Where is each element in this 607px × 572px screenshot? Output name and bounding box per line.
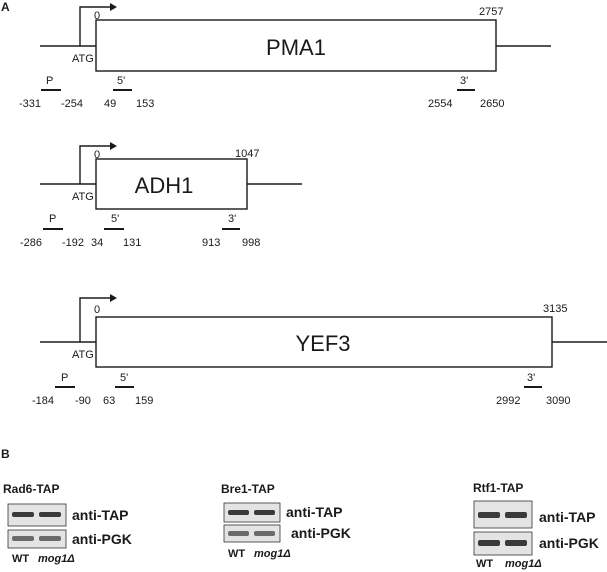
gene-end-label: 3135: [543, 303, 567, 315]
gene-start-label: 0: [94, 149, 100, 161]
gene-diagram-yef3: 0 3135 ATG YEF3 P -184 -90 5' 63 159 3' …: [32, 294, 607, 407]
lane-label-mog1: mog1Δ: [505, 558, 542, 570]
probe-3-label: 3': [527, 372, 535, 384]
tss-arrow: [79, 6, 110, 46]
probe-5-label: 5': [117, 75, 125, 87]
probe-p-to: -254: [61, 98, 83, 110]
antibody-label-pgk: anti-PGK: [539, 535, 599, 551]
tss-arrowhead-icon: [110, 142, 117, 150]
band-mog1-tap: [254, 510, 275, 515]
blot-strip-pgk: [223, 524, 281, 543]
blot-strip-tap: [7, 503, 67, 527]
western-blot-rad6: Rad6-TAP anti-TAP anti-PGK WT mog1Δ: [3, 482, 132, 565]
gene-diagram-adh1: 0 1047 ATG ADH1 P -286 -192 5' 34 131 3'…: [20, 142, 302, 249]
probe-3-to: 998: [242, 237, 260, 249]
band-wt-pgk: [228, 531, 249, 536]
gene-end-label: 2757: [479, 6, 503, 18]
gene-diagram-pma1: 0 2757 ATG PMA1 P -331 -254 5' 49 153 3'…: [19, 3, 551, 110]
probe-5-to: 159: [135, 395, 153, 407]
gene-end-label: 1047: [235, 148, 259, 160]
band-wt-pgk: [12, 536, 34, 541]
gene-name: PMA1: [266, 35, 326, 60]
band-wt-tap: [478, 512, 500, 518]
tss-arrowhead-icon: [110, 294, 117, 302]
band-wt-pgk: [478, 540, 500, 546]
antibody-label-pgk: anti-PGK: [72, 531, 132, 547]
probe-3-label: 3': [228, 213, 236, 225]
probe-5-from: 34: [91, 237, 103, 249]
probe-3-from: 2992: [496, 395, 520, 407]
lane-label-mog1: mog1Δ: [254, 548, 291, 560]
probe-p-to: -90: [75, 395, 91, 407]
blot-strip-tap: [223, 502, 281, 523]
probe-p-label: P: [49, 213, 56, 225]
gene-name: YEF3: [295, 331, 350, 356]
gene-name: ADH1: [135, 173, 194, 198]
atg-label: ATG: [72, 191, 94, 203]
probe-5-from: 63: [103, 395, 115, 407]
blot-strip-pgk: [473, 531, 533, 556]
tss-arrow: [79, 145, 110, 184]
probe-p-from: -286: [20, 237, 42, 249]
atg-label: ATG: [72, 53, 94, 65]
western-blot-bre1: Bre1-TAP anti-TAP anti-PGK WT mog1Δ: [221, 482, 351, 560]
probe-5-from: 49: [104, 98, 116, 110]
probe-3-to: 3090: [546, 395, 570, 407]
gene-box: [95, 19, 497, 72]
band-mog1-pgk: [254, 531, 275, 536]
lane-label-wt: WT: [476, 558, 493, 570]
probe-5-label: 5': [120, 372, 128, 384]
probe-5-to: 131: [123, 237, 141, 249]
probe-p-from: -331: [19, 98, 41, 110]
blot-strip-pgk: [7, 529, 67, 549]
blot-title: Rad6-TAP: [3, 482, 59, 496]
probe-p-from: -184: [32, 395, 54, 407]
antibody-label-tap: anti-TAP: [72, 507, 129, 523]
band-wt-tap: [12, 512, 34, 517]
probe-3-from: 2554: [428, 98, 452, 110]
gene-box: [95, 158, 248, 210]
lane-label-mog1: mog1Δ: [38, 553, 75, 565]
lane-label-wt: WT: [12, 553, 29, 565]
probe-p-to: -192: [62, 237, 84, 249]
tss-arrowhead-icon: [110, 3, 117, 11]
probe-p-label: P: [46, 75, 53, 87]
probe-p-label: P: [61, 372, 68, 384]
probe-3-to: 2650: [480, 98, 504, 110]
band-wt-tap: [228, 510, 249, 515]
band-mog1-pgk: [39, 536, 61, 541]
blot-title: Bre1-TAP: [221, 482, 275, 496]
probe-5-label: 5': [111, 213, 119, 225]
probe-3-label: 3': [460, 75, 468, 87]
band-mog1-pgk: [505, 540, 527, 546]
western-blot-rtf1: Rtf1-TAP anti-TAP anti-PGK WT mog1Δ: [473, 481, 599, 570]
antibody-label-tap: anti-TAP: [539, 509, 596, 525]
gene-start-label: 0: [94, 10, 100, 22]
probe-3-from: 913: [202, 237, 220, 249]
probe-5-to: 153: [136, 98, 154, 110]
gene-box: [95, 316, 553, 368]
antibody-label-tap: anti-TAP: [286, 504, 343, 520]
atg-label: ATG: [72, 349, 94, 361]
panel-b-label: B: [1, 447, 10, 461]
band-mog1-tap: [39, 512, 61, 517]
panel-a-label: A: [1, 0, 10, 14]
antibody-label-pgk: anti-PGK: [291, 525, 351, 541]
blot-title: Rtf1-TAP: [473, 481, 523, 495]
gene-start-label: 0: [94, 304, 100, 316]
band-mog1-tap: [505, 512, 527, 518]
tss-arrow: [79, 297, 110, 342]
lane-label-wt: WT: [228, 548, 245, 560]
